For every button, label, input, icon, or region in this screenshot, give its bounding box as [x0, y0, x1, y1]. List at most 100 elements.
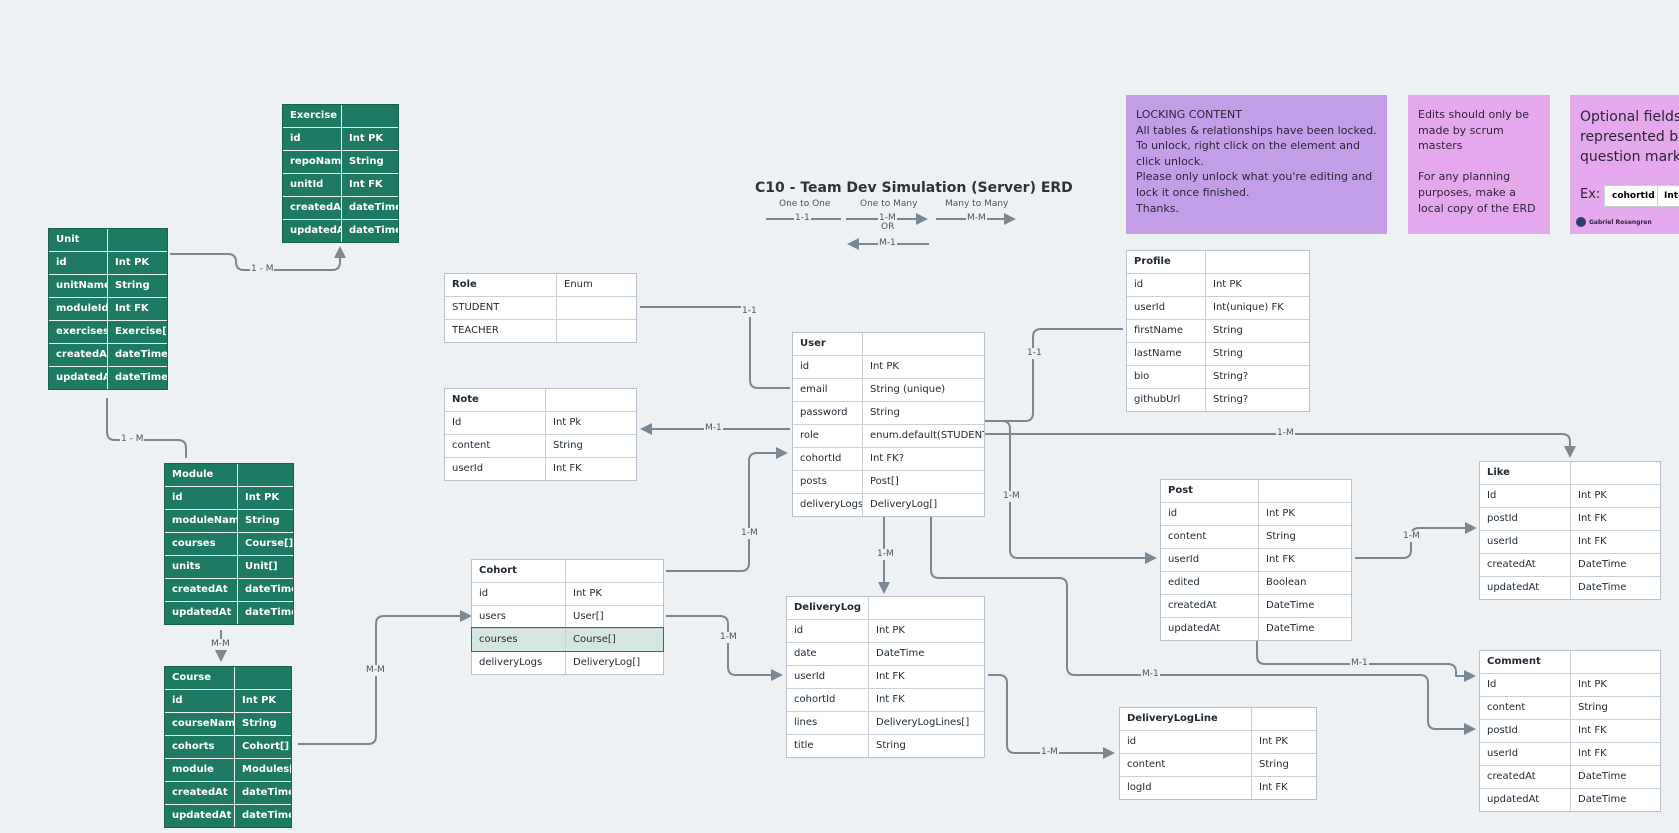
table-header[interactable]: Exercise	[283, 105, 398, 127]
table-row[interactable]: moduleNameString	[165, 509, 293, 532]
table-header[interactable]: DeliveryLog	[787, 597, 984, 619]
note-locking-content[interactable]: LOCKING CONTENT All tables & relationshi…	[1126, 95, 1387, 234]
table-header[interactable]: Module	[165, 464, 293, 486]
table-header[interactable]: DeliveryLogLine	[1120, 708, 1316, 730]
table-header[interactable]: Like	[1480, 462, 1660, 484]
table-header[interactable]: Course	[165, 667, 291, 689]
table-header[interactable]: Unit	[49, 229, 167, 251]
table-header[interactable]: Cohort	[472, 560, 663, 582]
note-optional-fields[interactable]: Optional fields are represented by a que…	[1570, 95, 1679, 234]
table-header[interactable]: User	[793, 333, 984, 355]
table-header[interactable]: Note	[445, 389, 636, 411]
table-header[interactable]: Profile	[1127, 251, 1309, 273]
table-header[interactable]: Post	[1161, 480, 1351, 502]
table-row[interactable]: TEACHER	[445, 319, 636, 342]
table-row[interactable]: repoNameString	[283, 150, 398, 173]
table-header[interactable]: Comment	[1480, 651, 1660, 673]
note-scrum-masters[interactable]: Edits should only be made by scrum maste…	[1408, 95, 1550, 234]
table-row[interactable]: STUDENT	[445, 296, 636, 319]
